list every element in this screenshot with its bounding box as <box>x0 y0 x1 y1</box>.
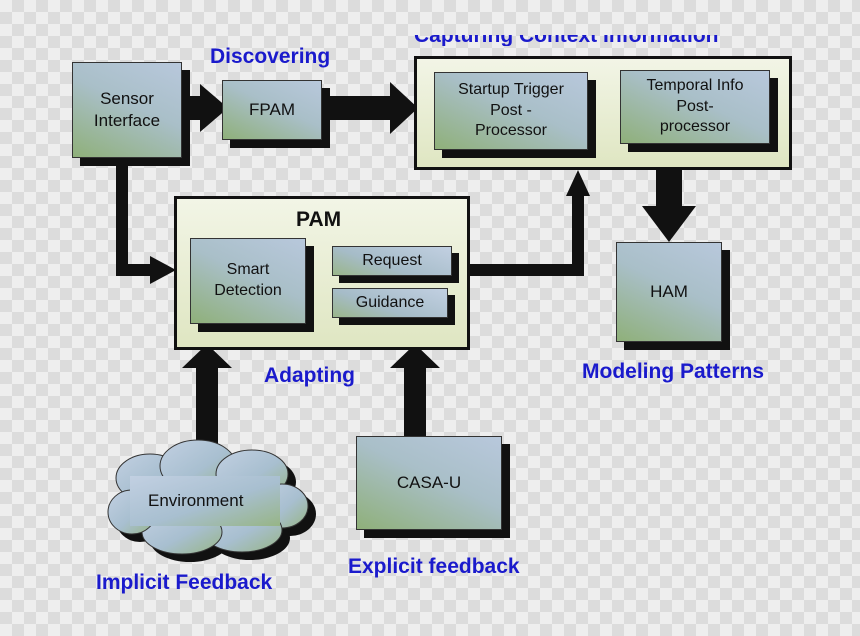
arrow-pam-to-capturing <box>466 170 590 276</box>
sensor-interface-box[interactable]: Sensor Interface <box>72 62 182 158</box>
ham-box[interactable]: HAM <box>616 242 722 342</box>
implicit-feedback-label: Implicit Feedback <box>96 571 273 594</box>
casa-u-box[interactable]: CASA-U <box>356 436 502 530</box>
modeling-patterns-label: Modeling Patterns <box>582 360 765 383</box>
temporal-info-box[interactable]: Temporal Info Post- processor <box>620 70 770 144</box>
adapting-label: Adapting <box>264 364 355 387</box>
arrow-casa-to-pam <box>390 344 440 436</box>
arrow-sensor-to-pam <box>116 156 176 284</box>
discovering-label: Discovering <box>210 45 331 68</box>
explicit-feedback-label: Explicit feedback <box>348 555 520 578</box>
fpam-box[interactable]: FPAM <box>222 80 322 140</box>
environment-label[interactable]: Environment <box>148 491 244 510</box>
arrow-sensor-to-fpam <box>180 84 228 132</box>
smart-detection-box[interactable]: Smart Detection <box>190 238 306 324</box>
arrow-environment-to-pam <box>182 344 232 458</box>
guidance-box[interactable]: Guidance <box>332 288 448 318</box>
pam-title: PAM <box>296 208 342 231</box>
arrow-fpam-to-capturing <box>320 82 418 134</box>
request-box[interactable]: Request <box>332 246 452 276</box>
capturing-label: Capturing Context Information <box>414 24 719 46</box>
startup-trigger-box[interactable]: Startup Trigger Post - Processor <box>434 72 588 150</box>
arrow-capturing-to-ham <box>642 170 696 242</box>
